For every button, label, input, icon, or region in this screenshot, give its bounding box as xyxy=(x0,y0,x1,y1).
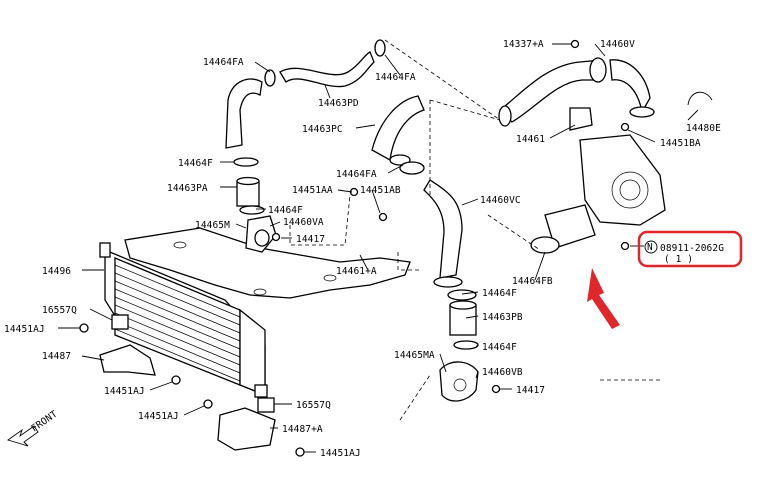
highlight-box xyxy=(637,230,743,268)
label-14464f-1: 14464F xyxy=(178,158,213,169)
label-14463pa: 14463PA xyxy=(167,183,208,194)
label-14451ba: 14451BA xyxy=(660,138,701,149)
label-14461: 14461 xyxy=(516,134,545,145)
label-14337a: 14337+A xyxy=(503,39,544,50)
label-14460v: 14460V xyxy=(600,39,635,50)
label-14461a: 14461+A xyxy=(336,266,377,277)
label-14464f-2: 14464F xyxy=(268,205,303,216)
hose-14463pa xyxy=(225,78,265,215)
turbo-assembly xyxy=(530,134,666,254)
leader-lines xyxy=(58,43,699,453)
highlight-arrow-icon xyxy=(587,268,620,329)
label-14417-2: 14417 xyxy=(516,385,545,396)
hose-14461 xyxy=(569,107,593,131)
label-14460va: 14460VA xyxy=(283,217,324,228)
label-14451aa: 14451AA xyxy=(292,185,333,196)
bracket-plate xyxy=(124,227,411,299)
label-14464fa-2: 14464FA xyxy=(375,72,416,83)
label-front: FRONT xyxy=(29,409,59,435)
label-14451aj-1: 14451AJ xyxy=(4,324,45,335)
label-14463pd: 14463PD xyxy=(318,98,359,109)
label-14451aj-4: 14451AJ xyxy=(320,448,361,459)
label-14451ab: 14451AB xyxy=(360,185,401,196)
label-14464fa-1: 14464FA xyxy=(203,57,244,68)
hose-14460v xyxy=(498,57,655,127)
label-14464fa-3: 14464FA xyxy=(336,169,377,180)
label-14480e: 14480E xyxy=(686,123,721,134)
label-14496: 14496 xyxy=(42,266,71,277)
nut-symbol-icon xyxy=(644,240,658,254)
label-14460vc: 14460VC xyxy=(480,195,521,206)
tube-14460vb xyxy=(439,361,479,402)
label-08911-2062g: 08911-2062G xyxy=(660,243,724,254)
label-14487a: 14487+A xyxy=(282,424,323,435)
label-14464fb: 14464FB xyxy=(512,276,553,287)
bolts xyxy=(79,39,630,457)
part-labels: 14337+A 14460V 14464FA 14464FA 14463PD 1… xyxy=(4,39,724,459)
hose-14463pd xyxy=(264,39,386,88)
intercooler xyxy=(99,242,268,398)
mount-16557q xyxy=(111,314,275,413)
clip-14480e xyxy=(687,91,713,106)
hose-14460vc xyxy=(423,179,477,301)
label-14463pb: 14463PB xyxy=(482,312,523,323)
label-14465ma: 14465MA xyxy=(394,350,435,361)
tube-14460va xyxy=(245,215,277,253)
label-14487: 14487 xyxy=(42,351,71,362)
label-14460vb: 14460VB xyxy=(482,367,523,378)
label-14464f-3: 14464F xyxy=(482,288,517,299)
label-16557q-1: 16557Q xyxy=(42,305,77,316)
label-nut-n: N xyxy=(647,242,653,253)
bracket-14487a xyxy=(217,407,276,451)
label-14451aj-3: 14451AJ xyxy=(138,411,179,422)
label-14465m: 14465M xyxy=(195,220,230,231)
label-16557q-2: 16557Q xyxy=(296,400,331,411)
label-14464f-4: 14464F xyxy=(482,342,517,353)
label-08911-qty: ( 1 ) xyxy=(664,254,693,265)
label-14463pc: 14463PC xyxy=(302,124,343,135)
hose-14463pb xyxy=(449,300,479,350)
label-14451aj-2: 14451AJ xyxy=(104,386,145,397)
front-arrow xyxy=(6,425,39,447)
dashed-boundaries xyxy=(289,39,660,421)
highlight-annotation xyxy=(587,230,743,329)
hose-14463pc xyxy=(371,95,425,175)
label-14417-1: 14417 xyxy=(296,234,325,245)
bracket-14487 xyxy=(99,344,156,376)
